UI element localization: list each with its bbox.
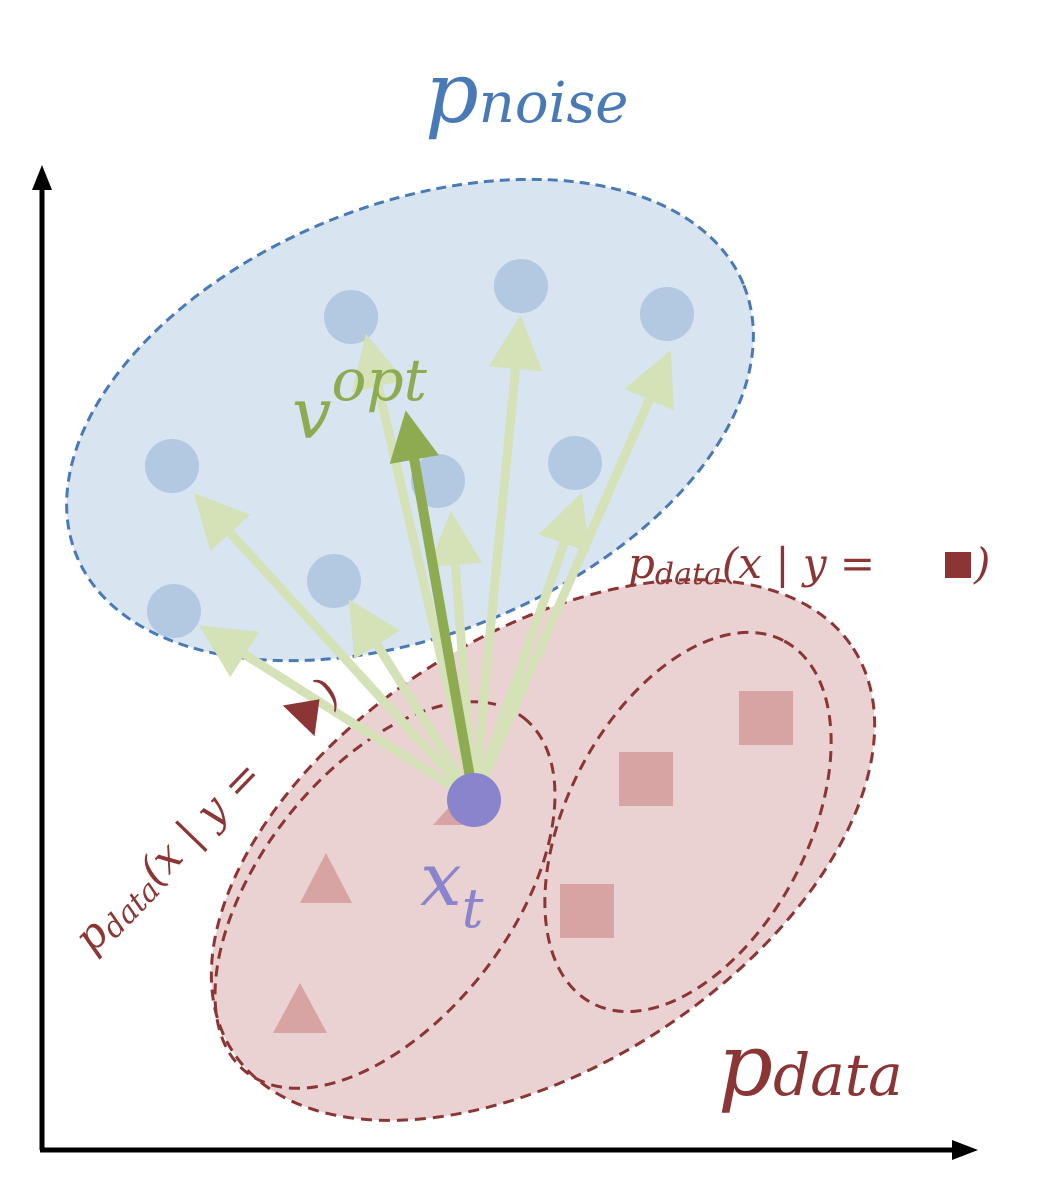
- velocity-arrow: [348, 599, 478, 803]
- square-sample: [560, 884, 614, 938]
- svg-text:): ): [973, 539, 990, 588]
- noise-samples: [145, 259, 694, 638]
- noise-sample: [147, 584, 201, 638]
- square-symbol-icon: [945, 552, 971, 578]
- noise-sample: [145, 439, 199, 493]
- velocity-arrow: [199, 625, 477, 804]
- triangle-symbol-icon: [282, 699, 320, 737]
- triangle-sample: [273, 983, 327, 1033]
- noise-sample: [548, 436, 602, 490]
- axes: [32, 165, 978, 1160]
- square-class-label: pdata(x | y = ): [628, 539, 990, 592]
- xt-label: xt: [420, 837, 484, 940]
- noise-sample: [494, 259, 548, 313]
- x-axis-arrow-icon: [952, 1140, 978, 1160]
- velocity-arrow: [193, 493, 478, 804]
- data-samples: [273, 691, 793, 1033]
- v-opt-label: vopt: [292, 346, 428, 455]
- square-class-region: [543, 630, 833, 1014]
- triangle-sample: [300, 853, 352, 903]
- noise-sample: [640, 287, 694, 341]
- y-axis-arrow-icon: [32, 165, 52, 190]
- svg-text:pdata(x | y =: pdata(x | y =: [628, 539, 875, 592]
- noise-sample: [307, 554, 361, 608]
- velocity-arrow: [469, 350, 674, 802]
- optimal-velocity-arrow: [389, 410, 479, 801]
- square-sample: [619, 752, 673, 806]
- noise-sample: [324, 290, 378, 344]
- xt-point: [447, 773, 501, 827]
- data-distribution-region: [209, 578, 877, 1122]
- noise-label: pnoise: [425, 44, 628, 142]
- triangle-class-region: [213, 700, 557, 1090]
- velocity-arrow: [469, 315, 543, 801]
- data-label: pdata: [718, 1016, 903, 1116]
- square-sample: [739, 691, 793, 745]
